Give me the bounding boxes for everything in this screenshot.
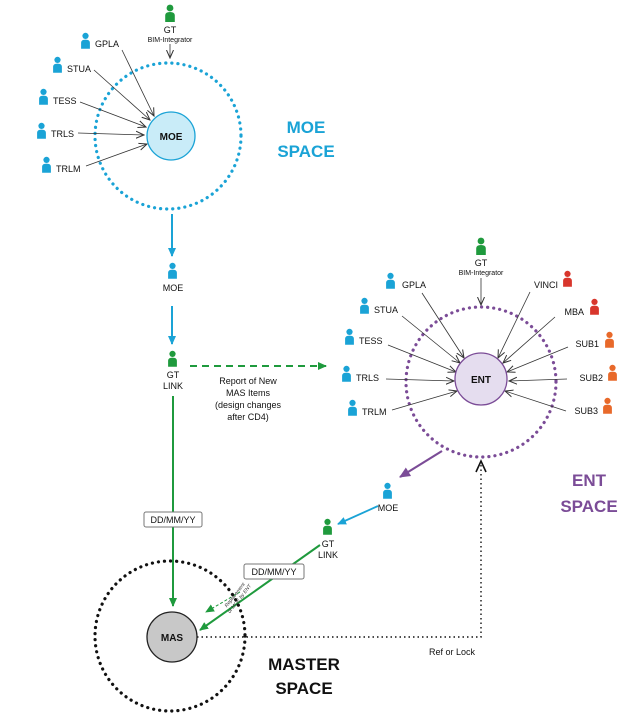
person-icon (39, 88, 48, 105)
moe-member-label: TESS (53, 96, 77, 106)
master-space-title: MASTER (268, 655, 340, 674)
ent-member-label: GPLA (402, 280, 426, 290)
person-icon (81, 32, 90, 49)
report-label: (design changes (215, 400, 282, 410)
arrow-trls-moe (77, 133, 144, 135)
person-icon (476, 237, 486, 255)
ent-gt-sub: BIM-Integrator (459, 270, 504, 277)
moe-member-label: TRLS (51, 129, 74, 139)
person-icon (42, 156, 51, 173)
ent-gt-label: GT (475, 258, 488, 268)
person-icon (608, 364, 617, 381)
ent-member-label: SUB1 (575, 339, 599, 349)
moe-gt-label: GT (164, 25, 177, 35)
moe-space-boundary (93, 61, 243, 211)
master-space-title: SPACE (275, 679, 332, 698)
person-icon (605, 331, 614, 348)
moe-space-title: SPACE (277, 142, 334, 161)
arrow-sub3-ent (505, 391, 567, 412)
ent-node[interactable] (454, 352, 508, 406)
arrow-sub1-ent (507, 346, 569, 372)
arrow-trlm-ent (391, 391, 457, 411)
person-icon (348, 399, 357, 416)
arrow-ent-to-moe (399, 450, 443, 478)
ent-node-label: ENT (471, 375, 491, 386)
person-icon (168, 262, 177, 279)
ent-space-title: ENT (572, 471, 607, 490)
person-icon (563, 270, 572, 287)
moe-member-label: GPLA (95, 39, 119, 49)
master-space-boundary (93, 559, 247, 713)
person-icon (360, 297, 369, 314)
report-label: after CD4) (227, 412, 269, 422)
arrow-tess-moe (79, 101, 146, 127)
ent-space-title: SPACE (560, 497, 617, 516)
gt-link-label: GT (167, 370, 180, 380)
master-space: MAS MASTER SPACE (93, 559, 340, 713)
person-icon (590, 298, 599, 315)
report-label: MAS Items (226, 388, 271, 398)
arrow-replacement (205, 591, 241, 613)
mas-node[interactable] (146, 611, 198, 663)
arrow-stua-moe (93, 69, 150, 120)
person-icon (168, 350, 177, 367)
ent-member-label: VINCI (534, 280, 558, 290)
moe-member-label: STUA (67, 64, 91, 74)
person-icon (603, 397, 612, 414)
moe-space: GT BIM-Integrator GPLA STUA TESS TRLS TR… (37, 4, 335, 211)
ref-lock-arrowhead (475, 459, 487, 473)
arrow-vinci-ent (498, 291, 531, 358)
ent-member-label: TESS (359, 336, 383, 346)
ent-member-label: MBA (564, 307, 584, 317)
ent-member-label: STUA (374, 305, 398, 315)
gt-link2-label: LINK (318, 550, 338, 560)
ent-member-label: SUB3 (574, 406, 598, 416)
gt-link-label: LINK (163, 381, 183, 391)
ent-member-label: TRLS (356, 373, 379, 383)
ent-flow: MOE GT LINK DD/MM/YY Replacement of MOE … (197, 450, 487, 657)
ref-lock-path (197, 462, 482, 638)
moe-node-label: MOE (160, 132, 183, 143)
ent-member-label: TRLM (362, 407, 387, 417)
ent-moe-label: MOE (378, 503, 399, 513)
arrow-stua-ent (401, 315, 460, 363)
person-icon (342, 365, 351, 382)
ref-lock-label: Ref or Lock (429, 647, 476, 657)
person-icon (323, 518, 332, 535)
mas-node-label: MAS (161, 633, 184, 644)
ent-member-label: SUB2 (579, 373, 603, 383)
report-label: Report of New (219, 376, 277, 386)
moe-member-label: TRLM (56, 164, 81, 174)
ent-space-boundary (404, 305, 558, 459)
date-box-1 (143, 511, 203, 528)
arrow-ent-moe-to-gt-link (337, 505, 379, 525)
date-label-2: DD/MM/YY (252, 567, 297, 577)
arrow-trlm-moe (85, 144, 147, 167)
arrow-gt-link2-to-mas (199, 544, 321, 631)
moe-node[interactable] (146, 111, 196, 161)
date-label-1: DD/MM/YY (151, 515, 196, 525)
arrow-mba-ent (503, 316, 556, 363)
moe-space-title: MOE (287, 118, 326, 137)
moe-gt-sub: BIM-Integrator (148, 37, 193, 44)
arrow-trls-ent (385, 379, 454, 381)
arrow-gpla-moe (121, 49, 154, 116)
date-box-2 (243, 563, 305, 580)
ent-space: GT BIM-Integrator GPLA STUA TESS TRLS TR… (342, 237, 618, 516)
person-icon (37, 122, 46, 139)
moe-flow: MOE GT LINK Report of New MAS Items (des… (143, 214, 327, 607)
gt-link2-label: GT (322, 539, 335, 549)
arrow-tess-ent (387, 344, 456, 372)
arrow-sub2-ent (509, 379, 568, 381)
arrow-gpla-ent (421, 292, 464, 358)
person-icon (345, 328, 354, 345)
moe-relay-label: MOE (163, 283, 184, 293)
person-icon (386, 272, 395, 289)
person-icon (53, 56, 62, 73)
person-icon (165, 4, 175, 22)
replacement-note: Replacement of MOE by ENT (224, 581, 254, 614)
person-icon (383, 482, 392, 499)
